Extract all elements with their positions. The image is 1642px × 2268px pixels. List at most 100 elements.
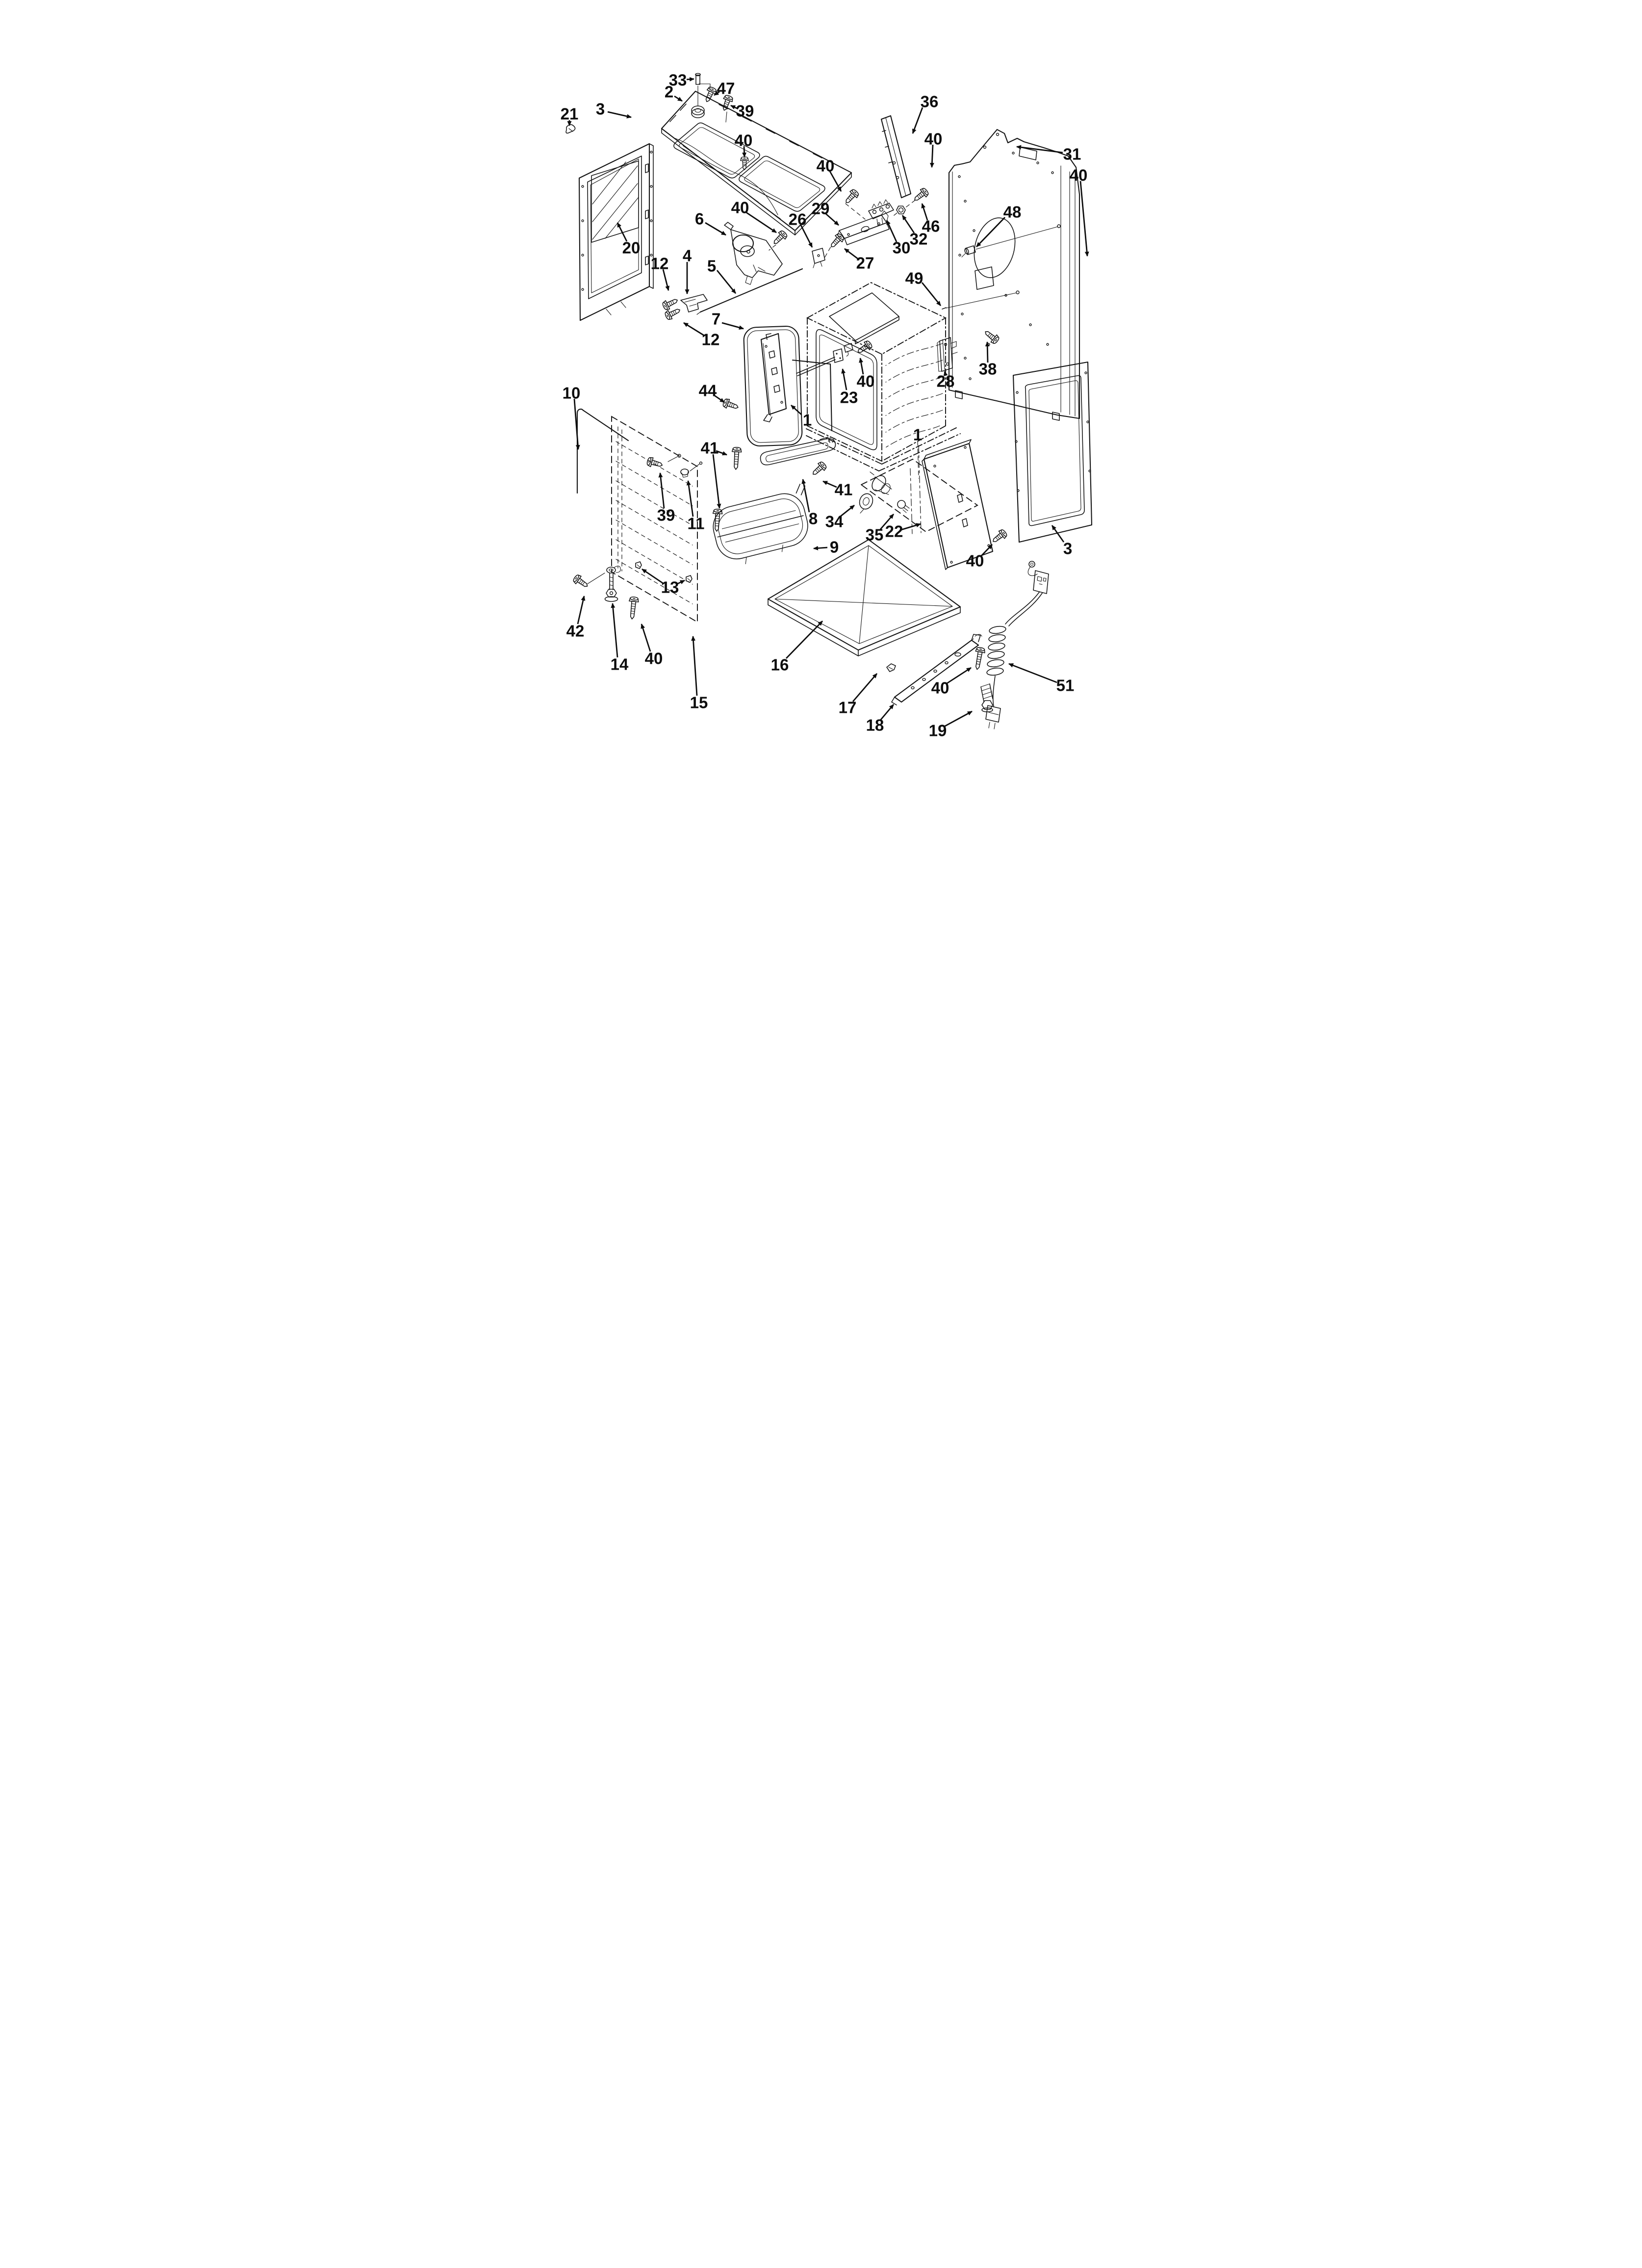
callout-arrow-8: [801, 479, 810, 513]
callout-3-right: 3: [1051, 525, 1072, 558]
terminal-block-30: [868, 199, 894, 226]
callout-label-41-upper: 41: [701, 439, 719, 457]
callout-label-5: 5: [707, 257, 716, 275]
callout-label-14: 14: [611, 655, 629, 674]
callout-6: 6: [695, 210, 726, 236]
screw-12a: [661, 295, 680, 312]
callout-label-31: 31: [1063, 145, 1081, 163]
callout-arrow-30: [886, 220, 898, 242]
callout-arrow-22: [900, 523, 921, 531]
callout-arrow-23: [841, 368, 847, 391]
bake-element-8: [760, 437, 836, 466]
screw-40-bracket: [842, 187, 861, 207]
callout-label-8: 8: [809, 510, 818, 528]
callout-33: 33: [669, 71, 694, 89]
insulation-20: [591, 160, 639, 243]
screw-41-c: [809, 460, 828, 478]
ground-wire-49: [942, 292, 1017, 310]
callout-1-body: 1: [913, 426, 922, 444]
callout-28: 28: [937, 371, 954, 391]
callout-arrow-12-upper: [662, 269, 670, 291]
callout-label-33: 33: [669, 71, 687, 89]
bracket-strip-36: [880, 115, 912, 199]
clip-13-a: [635, 561, 642, 569]
callout-40-glide: 40: [931, 667, 972, 697]
callout-label-19: 19: [929, 722, 947, 740]
callout-47: 47: [714, 79, 735, 98]
latch-bracket-29: [837, 210, 890, 245]
callout-arrow-31: [1016, 145, 1063, 154]
callout-label-3-left: 3: [596, 100, 605, 118]
callout-46: 46: [921, 203, 940, 235]
callout-36: 36: [912, 93, 939, 134]
callout-label-40-rear: 40: [966, 552, 984, 570]
callout-17: 17: [839, 673, 878, 717]
callout-48: 48: [975, 203, 1022, 247]
callout-label-26: 26: [789, 210, 807, 229]
callout-40-probe: 40: [857, 358, 875, 391]
callout-label-17: 17: [839, 699, 857, 717]
callout-41-right: 41: [822, 481, 852, 499]
callout-arrow-13: [641, 568, 664, 584]
callout-11: 11: [686, 480, 704, 533]
callout-27: 27: [844, 248, 874, 272]
callout-arrow-47: [714, 91, 720, 96]
latch-motor-6: [724, 222, 783, 285]
callout-40-bottom: 40: [641, 624, 663, 668]
callout-label-44: 44: [699, 382, 717, 400]
callout-39-lower: 39: [657, 472, 675, 524]
callout-16: 16: [771, 621, 823, 674]
broil-element-9: [713, 483, 808, 564]
callout-label-15: 15: [690, 694, 708, 712]
light-bulb-35: [897, 500, 910, 513]
callout-arrow-41-upper: [716, 450, 727, 456]
grommet-48: [961, 226, 1058, 258]
callout-label-12-lower: 12: [702, 331, 720, 349]
hinge-slots: [645, 163, 649, 265]
leveling-leg-14: [604, 566, 621, 602]
callout-label-40-probe: 40: [857, 372, 875, 391]
callout-5: 5: [707, 257, 737, 294]
screw-42: [571, 573, 590, 591]
callout-31: 31: [1016, 145, 1081, 163]
callout-4: 4: [683, 247, 692, 294]
callout-label-35: 35: [866, 526, 884, 544]
cord-coil: [986, 626, 1006, 676]
callout-arrow-38: [985, 341, 990, 363]
callout-label-39-top: 39: [736, 102, 754, 120]
callout-label-46: 46: [922, 217, 940, 235]
callout-40-rear: 40: [966, 544, 993, 570]
callout-arrow-27: [844, 248, 859, 260]
main-top-panel: [661, 73, 852, 235]
callout-19: 19: [929, 710, 973, 740]
callout-arrow-1-latch: [791, 404, 802, 416]
side-panel-left: [578, 143, 654, 321]
rear-shield-15: [611, 416, 698, 623]
callout-label-9: 9: [830, 538, 839, 556]
oven-light: [859, 458, 978, 533]
callout-arrow-40-bracket: [829, 171, 842, 192]
callout-label-4: 4: [683, 247, 692, 265]
callout-label-36: 36: [921, 93, 939, 111]
callout-label-48: 48: [1003, 203, 1022, 221]
callout-label-21: 21: [561, 105, 579, 123]
callout-20: 20: [616, 222, 640, 257]
callout-35: 35: [866, 514, 895, 544]
callout-26: 26: [789, 210, 813, 248]
callout-label-47: 47: [717, 79, 735, 98]
clip-17: [886, 663, 896, 672]
callout-label-1-latch: 1: [803, 411, 812, 429]
callout-9: 9: [813, 538, 839, 556]
callout-label-18: 18: [866, 716, 884, 734]
screw-40-glide: [972, 646, 986, 671]
callout-label-12-upper: 12: [651, 255, 669, 273]
callout-arrow-51: [1008, 663, 1057, 683]
callout-arrow-41-upper: [712, 454, 721, 509]
base-panel-16: [767, 539, 961, 656]
callout-arrow-3-left: [607, 111, 632, 119]
callout-label-39-lower: 39: [657, 506, 675, 524]
callout-39-top: 39: [730, 102, 754, 120]
callout-30: 30: [886, 220, 910, 257]
callout-32: 32: [901, 215, 927, 248]
callout-arrow-39-top: [730, 104, 739, 110]
